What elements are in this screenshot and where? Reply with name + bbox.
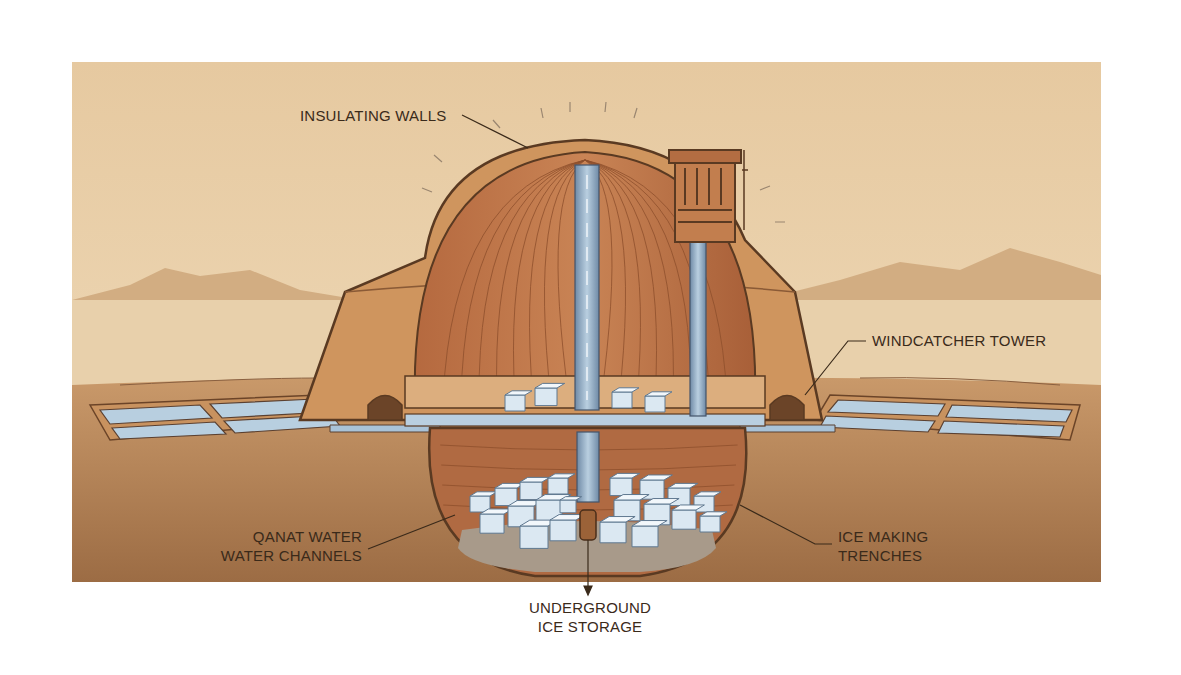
leader-line <box>587 540 588 592</box>
tower-rod <box>742 150 748 230</box>
arch <box>368 396 402 421</box>
ice-block <box>520 526 548 548</box>
ice-block <box>480 514 504 533</box>
ice-block <box>520 482 542 500</box>
leader-line <box>368 515 455 549</box>
ice-block <box>700 516 720 532</box>
tower-vents <box>678 168 732 222</box>
water-channel <box>575 165 599 410</box>
ice-block-top <box>668 483 698 488</box>
ice-block <box>610 478 632 496</box>
leader-arrow <box>584 586 592 595</box>
ice-block-top <box>614 495 649 500</box>
ice-block-top <box>560 497 582 500</box>
ice-block-top <box>700 512 727 516</box>
water-layer <box>405 414 765 426</box>
leader-lines <box>368 115 866 595</box>
ice-block <box>632 526 658 547</box>
ice-block-top <box>470 492 497 496</box>
ice-block-top <box>694 492 721 496</box>
trench-water <box>820 400 1072 437</box>
brick-line <box>497 160 585 400</box>
arch <box>770 396 804 421</box>
ice-block-top <box>610 473 640 478</box>
ice-block-top <box>612 388 639 392</box>
mountain <box>72 268 360 300</box>
ice-block-top <box>548 474 575 478</box>
ice-block-top <box>644 499 679 504</box>
callout-label: QANAT WATER WATER CHANNELS <box>214 527 362 565</box>
ice-block <box>535 388 557 406</box>
callout-label: INSULATING WALLS <box>300 106 470 125</box>
ice-block <box>672 510 696 529</box>
brick-line <box>461 160 585 400</box>
ice-block-top <box>640 475 672 480</box>
tower-body <box>675 162 735 242</box>
mountain <box>760 248 1101 300</box>
ice-block <box>550 520 576 541</box>
insulating-wall <box>300 140 822 420</box>
windcatcher-tower <box>669 150 748 242</box>
brick-line <box>443 160 585 400</box>
leader-line <box>740 505 832 544</box>
ice-trench-right <box>815 395 1080 440</box>
callout-label: UNDERGROUND ICE STORAGE <box>523 598 657 636</box>
brick-line <box>479 160 585 400</box>
brick-line <box>513 160 585 400</box>
ice-floor-blocks <box>505 383 672 412</box>
ice-block-top <box>505 391 532 395</box>
leader-line <box>805 341 866 395</box>
tower-cap <box>669 150 741 163</box>
ice-block <box>612 392 632 408</box>
ice-block-top <box>520 477 550 482</box>
heat-rays <box>422 102 785 222</box>
ice-block <box>560 500 576 513</box>
water-channel <box>690 238 706 416</box>
sky <box>72 62 1101 582</box>
ice-block-top <box>645 392 672 396</box>
ice-block <box>600 522 626 543</box>
ice-block-top <box>672 505 704 510</box>
drain-channel <box>577 432 599 502</box>
leader-line <box>462 115 528 148</box>
callout-label: ICE MAKING TRENCHES <box>838 527 950 565</box>
ice-block-top <box>632 521 667 526</box>
ice-block-top <box>535 383 565 388</box>
water-flow <box>586 175 588 400</box>
ice-pile <box>470 473 727 548</box>
ice-block-top <box>600 517 635 522</box>
trench-bed <box>815 395 1080 440</box>
ice-block <box>505 395 525 411</box>
drain-pipe <box>580 510 596 540</box>
ice-block <box>645 396 665 412</box>
callout-label: WINDCATCHER TOWER <box>872 331 1062 350</box>
ice-block <box>548 478 568 494</box>
